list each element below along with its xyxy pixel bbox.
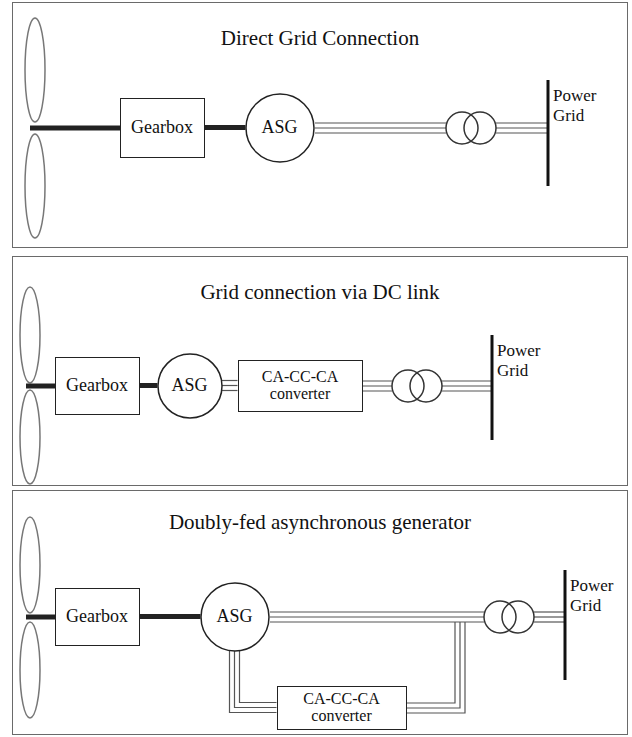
- power-line: [222, 385, 238, 386]
- drive-shaft: [140, 614, 201, 619]
- component-name: ASG: [261, 118, 297, 137]
- rotor-shaft: [30, 126, 120, 131]
- power-line: [221, 390, 237, 391]
- component-name: ASG: [216, 607, 252, 626]
- power-line: [358, 390, 392, 391]
- power-line: [315, 127, 446, 128]
- panel-title-row: Doubly-fed asynchronous generator: [13, 511, 627, 533]
- power-line: [358, 380, 392, 381]
- component-box: Gearbox: [55, 588, 140, 646]
- power-line: [221, 381, 237, 391]
- power-line: [358, 385, 392, 386]
- component-box: CA-CC-CA converter: [238, 360, 363, 412]
- grid-label: Power Grid: [570, 576, 628, 615]
- power-line: [534, 616, 565, 617]
- component-box: Gearbox: [55, 357, 140, 415]
- grid-bus: [547, 80, 550, 186]
- grid-bus: [564, 570, 567, 680]
- generator-outline: [201, 583, 269, 651]
- power-line: [402, 622, 465, 713]
- power-line: [230, 650, 277, 712]
- drive-shaft: [205, 127, 246, 128]
- component-name: ASG: [171, 376, 207, 395]
- power-line: [442, 385, 492, 386]
- panel-title-row: Grid connection via DC link: [13, 281, 627, 303]
- power-line: [230, 650, 277, 712]
- generator-outline: [158, 354, 222, 418]
- power-line: [534, 621, 565, 622]
- power-line: [240, 650, 277, 702]
- power-line: [235, 651, 277, 708]
- power-line: [496, 122, 548, 123]
- rotor-shaft: [26, 384, 55, 389]
- transformer-symbol: [410, 370, 442, 402]
- panel-title-row: Direct Grid Connection: [13, 27, 627, 49]
- grid-label: Power Grid: [497, 341, 559, 380]
- transformer-symbol: [464, 112, 496, 144]
- rotor-shaft: [26, 615, 55, 620]
- power-line: [270, 611, 484, 612]
- transformer-symbol: [446, 112, 478, 144]
- component-name: Gearbox: [66, 376, 128, 395]
- grid-label: Power Grid: [553, 86, 615, 125]
- power-line: [315, 122, 446, 123]
- generator-circle: ASG: [245, 93, 315, 163]
- power-line: [358, 381, 492, 391]
- transformer-symbol: [392, 370, 424, 402]
- grid-bus: [491, 335, 494, 440]
- rotor-blade: [20, 517, 40, 613]
- rotor-blade: [20, 622, 40, 718]
- panel-title: Doubly-fed asynchronous generator: [169, 510, 471, 534]
- drive-shaft: [205, 125, 246, 130]
- transformer-symbol: [502, 601, 534, 633]
- power-line: [402, 622, 455, 703]
- component-box: Gearbox: [120, 98, 205, 158]
- power-line: [496, 127, 548, 128]
- power-line: [402, 622, 460, 708]
- component-name: Gearbox: [66, 607, 128, 626]
- rotor-blade: [25, 134, 45, 238]
- generator-circle: ASG: [200, 582, 270, 652]
- component-name: CA-CC-CA converter: [239, 369, 362, 403]
- drive-shaft: [140, 385, 158, 386]
- power-line: [496, 132, 548, 133]
- power-line: [442, 390, 492, 391]
- scheme-panel: Direct Grid ConnectionGearbox ASG: [12, 2, 628, 248]
- component-name: Gearbox: [131, 118, 193, 137]
- generator-outline: [246, 94, 314, 162]
- scheme-panel: Doubly-fed asynchronous generatorGearbox…: [12, 490, 628, 735]
- transformer-symbol: [484, 601, 516, 633]
- power-line: [270, 616, 484, 617]
- panel-title: Direct Grid Connection: [221, 26, 419, 50]
- power-line: [221, 380, 237, 381]
- power-line: [442, 380, 492, 381]
- component-box: CA-CC-CA converter: [277, 686, 407, 730]
- scheme-panel: Grid connection via DC linkGearbox ASG CA-…: [12, 256, 628, 486]
- component-name: CA-CC-CA converter: [278, 691, 406, 725]
- generator-circle: ASG: [157, 353, 223, 419]
- rotor-blade: [20, 390, 40, 484]
- rotor-blade: [25, 18, 45, 122]
- panel-title: Grid connection via DC link: [200, 280, 439, 304]
- drive-shaft: [140, 616, 201, 617]
- power-line: [270, 621, 484, 622]
- power-line: [315, 123, 548, 133]
- power-line: [534, 611, 565, 612]
- drive-shaft: [140, 383, 158, 388]
- rotor-blade: [20, 287, 40, 383]
- power-line: [315, 132, 446, 133]
